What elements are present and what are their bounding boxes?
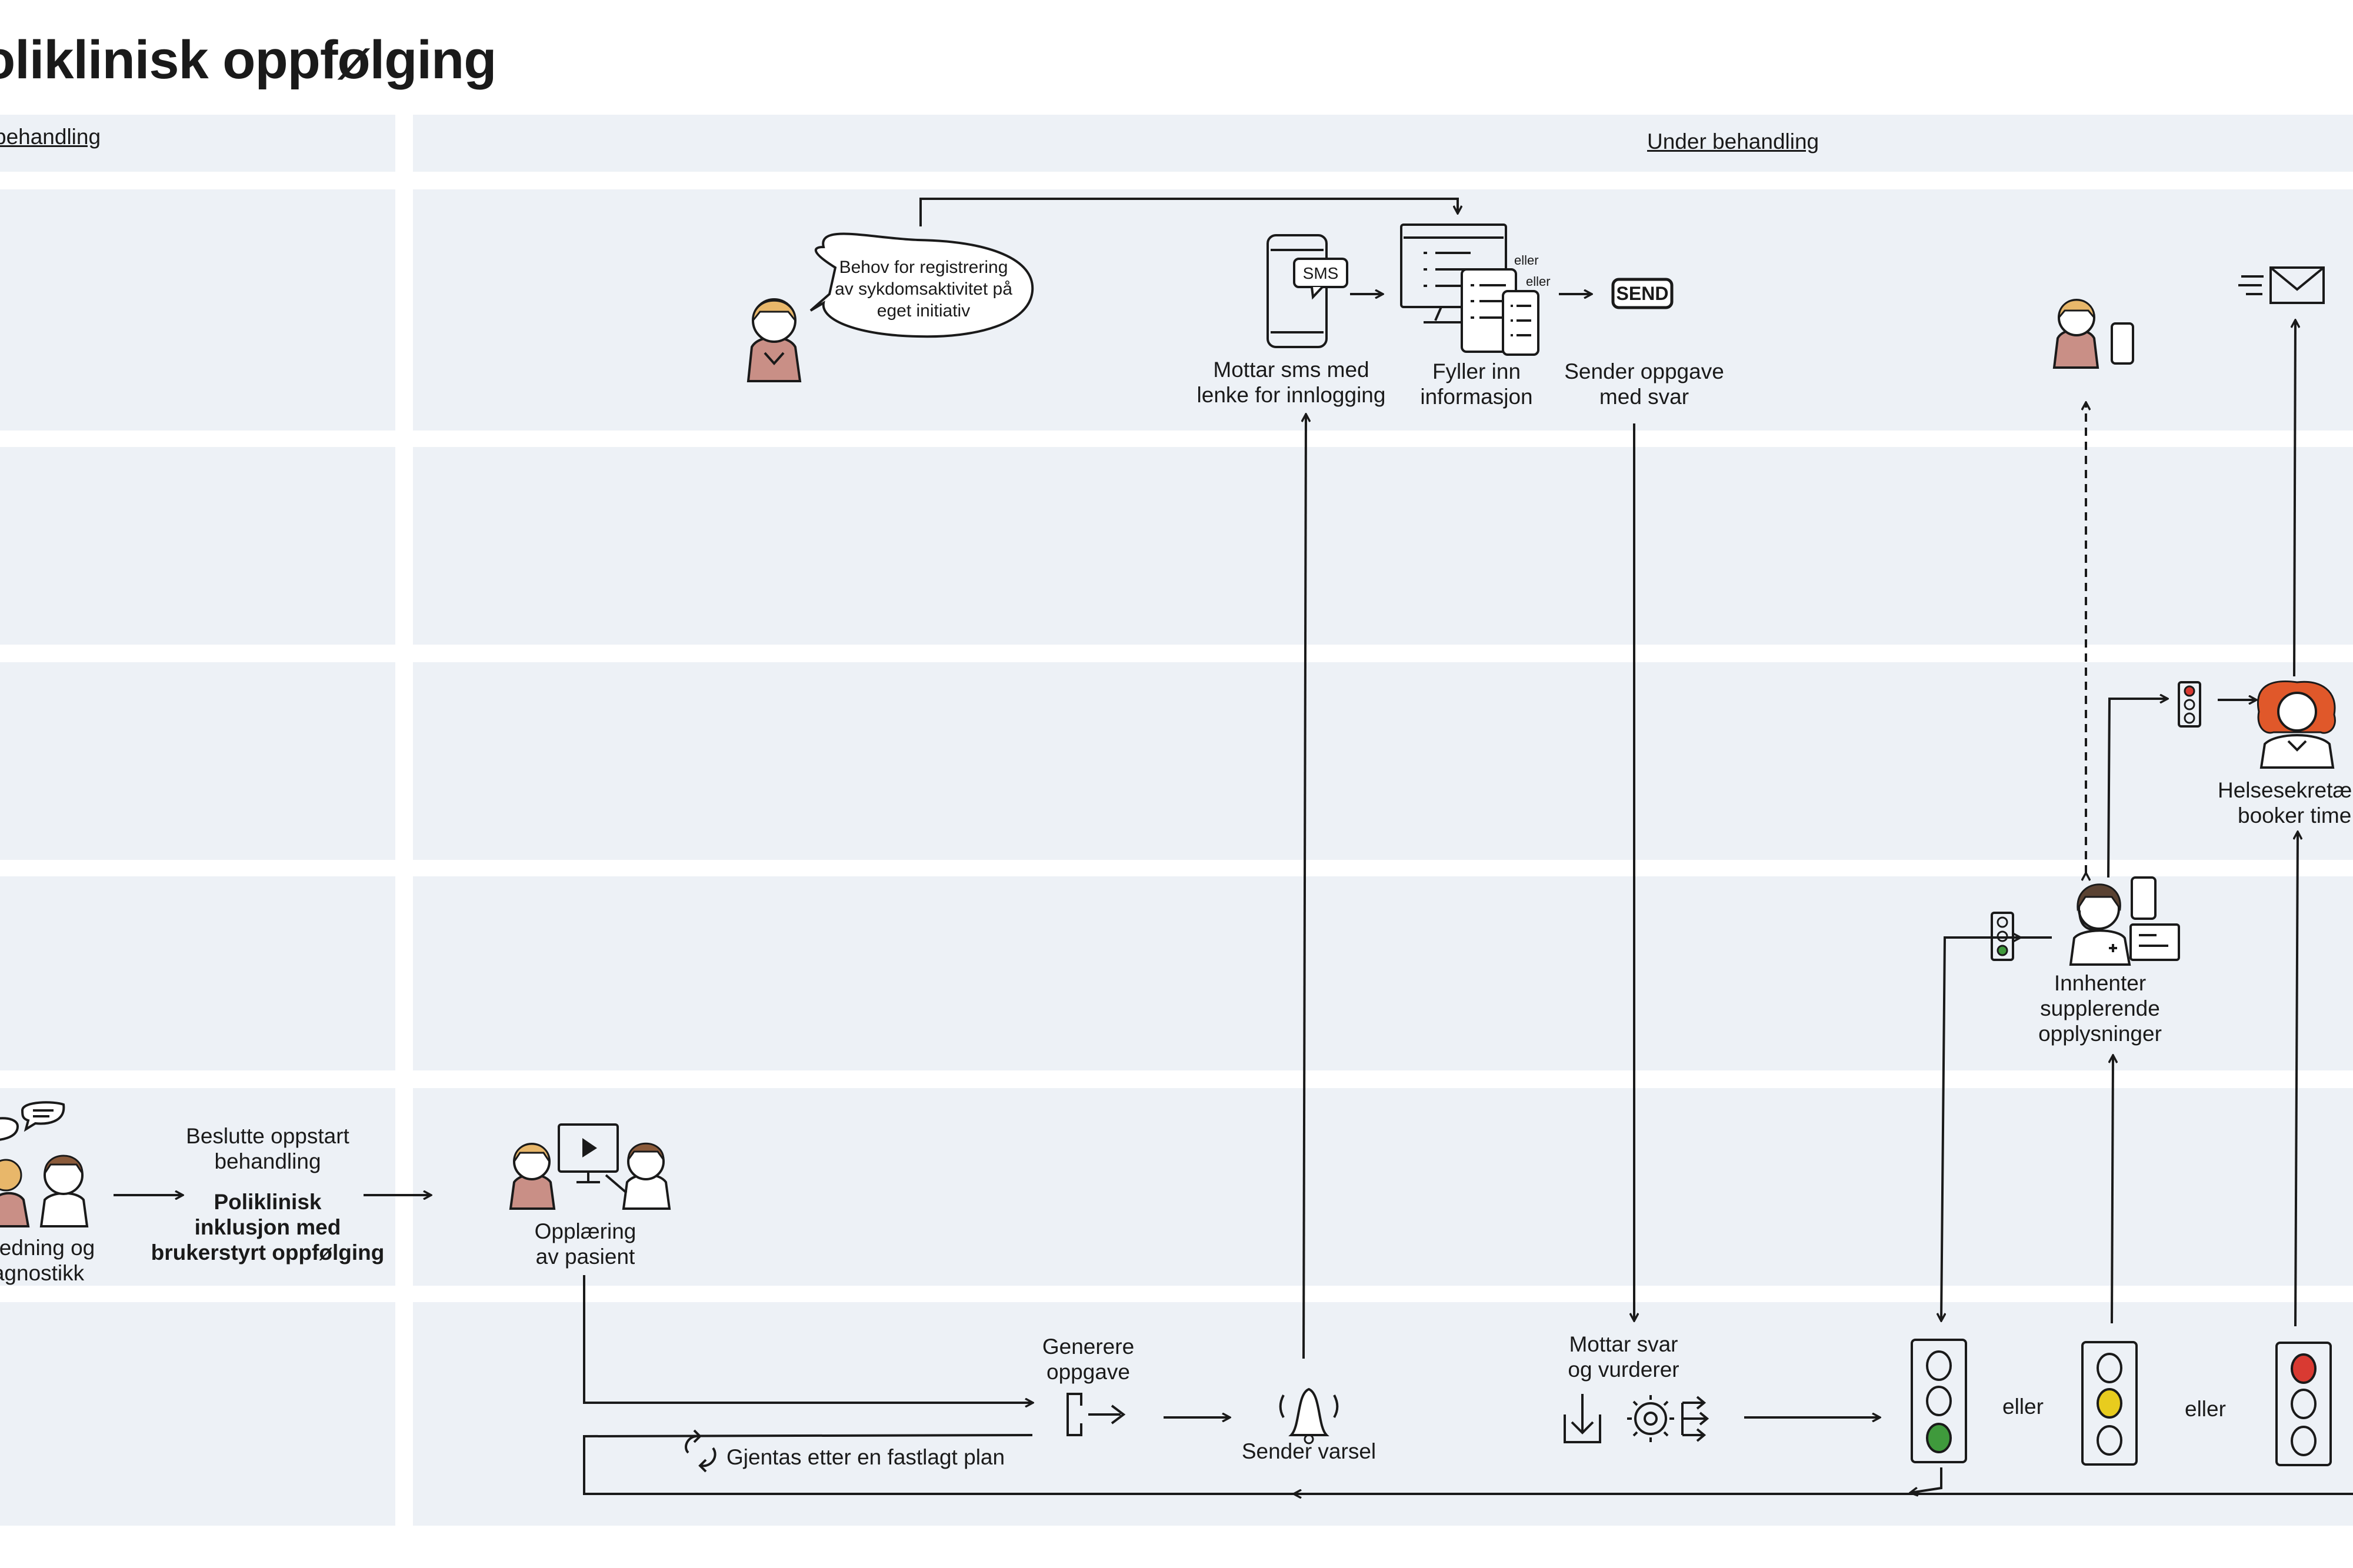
download-icon [1564,1394,1601,1443]
phase-before-label: behandling [0,125,101,149]
phone-sms-icon [1267,234,1348,348]
secretary-icon [2257,680,2336,769]
receive-sms-line-1: Mottar sms med [1213,358,1369,382]
traffic-light-small-red-icon [2178,681,2201,728]
gear-icon [1627,1395,1709,1442]
traffic-light-red-icon [2275,1342,2332,1466]
inclusion-label: Poliklinisk inklusjon med brukerstyrt op… [147,1189,388,1265]
secretary-line-2: booker time [2238,803,2352,828]
fill-info-line-1: Fyller inn [1432,359,1521,383]
secretary-label: Helsesekretær booker time [2218,778,2353,828]
collect-info-line-3: opplysninger [2038,1022,2162,1046]
generate-task-line-1: Generere [1042,1335,1135,1359]
inclusion-line-3: brukerstyrt oppfølging [151,1240,385,1265]
diagnostics-line-2: agnostikk [0,1261,85,1285]
send-badge: SEND [1616,283,1669,304]
export-icon [1066,1393,1126,1436]
repeat-label: Gjentas etter en fastlagt plan [726,1445,1005,1469]
lane-4-during [413,876,2353,1070]
training-line-2: av pasient [535,1245,635,1269]
diagnostics-label: edning og agnostikk [0,1235,106,1286]
lane-2-before [0,447,395,645]
receive-answer-line-2: og vurderer [1568,1357,1679,1382]
mail-icon [2238,266,2325,304]
lane-3-during [413,662,2353,860]
lane-3-before [0,662,395,860]
traffic-light-yellow-icon [2081,1341,2138,1466]
send-task-line-2: med svar [1599,385,1689,409]
collect-info-line-1: Innhenter [2054,971,2147,995]
phase-during-label: Under behandling [1647,129,1819,154]
page-title: oliklinisk oppfølging [0,30,496,90]
traffic-light-small-green-icon [1991,912,2014,961]
fill-info-line-2: informasjon [1420,385,1533,409]
lane-header-during [413,115,2353,172]
generate-task-label: Generere oppgave [1024,1334,1153,1384]
conversation-icon [0,1101,89,1227]
lane-5-during [413,1088,2353,1286]
repeat-icon [685,1429,716,1473]
decide-start-label: Beslutte oppstart behandling [168,1123,368,1174]
collect-info-label: Innhenter supplerende opplysninger [2018,970,2182,1046]
or-label-1: eller [2002,1394,2044,1419]
collect-info-line-2: supplerende [2040,996,2160,1020]
training-screen-icon [509,1123,671,1210]
speech-line-1: Behov for registrering [839,258,1008,277]
generate-task-line-2: oppgave [1046,1360,1130,1384]
receive-sms-label: Mottar sms med lenke for innlogging [1182,357,1400,408]
lane-1-during [413,189,2353,431]
receive-answer-line-1: Mottar svar [1569,1332,1678,1356]
decide-start-line-1: Beslutte oppstart [186,1124,349,1148]
lane-6-during [413,1302,2353,1526]
receive-sms-line-2: lenke for innlogging [1197,383,1386,407]
diagnostics-line-1: edning og [0,1236,95,1260]
fill-info-label: Fyller inn informasjon [1409,359,1544,409]
speech-bubble-icon [809,232,1034,338]
speech-bubble-text: Behov for registrering av sykdomsaktivit… [818,256,1029,322]
send-icon [1611,278,1674,309]
lane-4-before [0,876,395,1070]
bell-icon [1279,1387,1339,1444]
training-label: Opplæring av pasient [506,1219,665,1269]
training-line-1: Opplæring [534,1219,636,1243]
lane-2-during [413,447,2353,645]
send-task-label: Sender oppgave med svar [1553,359,1735,409]
lane-1-before [0,189,395,431]
eller-small-1: eller [1514,253,1539,268]
secretary-line-1: Helsesekretær [2218,778,2353,802]
inclusion-line-1: Poliklinisk [214,1190,322,1214]
sms-badge: SMS [1302,264,1339,282]
nurse-headset-icon [2069,876,2180,966]
connectors [114,198,2353,1494]
speech-line-3: eget initiativ [876,301,971,321]
traffic-light-green-icon [1911,1339,1967,1463]
patient-icon [746,298,802,382]
speech-line-2: av sykdomsaktivitet på [835,279,1012,299]
inclusion-line-2: inklusjon med [194,1215,341,1239]
receive-answer-label: Mottar svar og vurderer [1541,1332,1706,1382]
send-task-line-1: Sender oppgave [1564,359,1724,383]
lane-header-before [0,115,395,172]
computer-tablet-icon [1400,223,1539,356]
patient-phone-icon [2052,299,2134,369]
or-label-2: eller [2185,1397,2226,1421]
lane-6-before [0,1302,395,1526]
eller-small-2: eller [1526,274,1551,289]
decide-start-line-2: behandling [214,1149,321,1173]
send-alert-label: Sender varsel [1241,1439,1377,1463]
